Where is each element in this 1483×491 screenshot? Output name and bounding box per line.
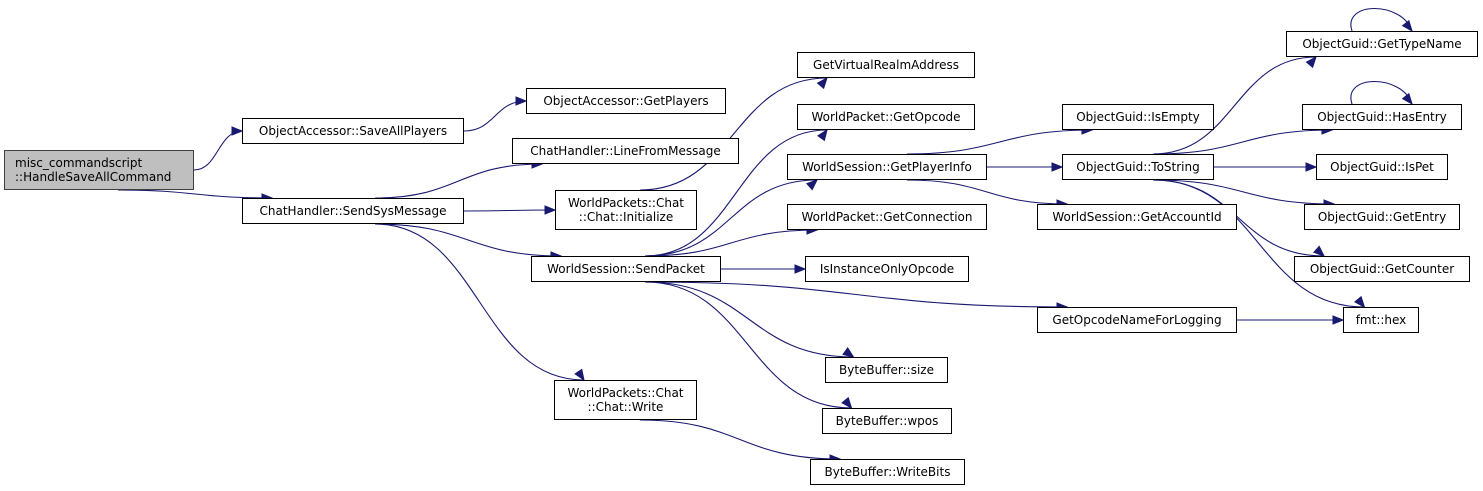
edge-sendPacket-to-getConnection (644, 229, 818, 257)
node-label: ObjectGuid::ToString (1076, 160, 1200, 174)
node-label: ::Chat::Initialize (578, 210, 674, 224)
arrow-head-icon (1313, 245, 1326, 257)
node-label: ::Chat::Write (587, 400, 664, 414)
edge-root-to-sendSysMessage (117, 189, 273, 199)
edge-sendSysMessage-to-chatInitialize (463, 209, 556, 212)
node-label: ObjectGuid::GetTypeName (1302, 37, 1462, 51)
node-chat-write[interactable]: WorldPackets::Chat::Chat::Write (554, 380, 697, 420)
node-get-player-info[interactable]: WorldSession::GetPlayerInfo (787, 154, 987, 180)
node-label: ::HandleSaveAllCommand (15, 170, 172, 184)
node-get-opcode[interactable]: WorldPacket::GetOpcode (797, 104, 975, 130)
node-get-counter[interactable]: ObjectGuid::GetCounter (1294, 256, 1470, 282)
edge-toString-to-getTypeName (1153, 56, 1317, 155)
node-byte-buffer-wpos[interactable]: ByteBuffer::wpos (822, 408, 952, 434)
edge-sendPacket-to-byteBufferSize (644, 281, 854, 358)
node-label: ByteBuffer::size (839, 363, 934, 377)
edge-chatWrite-to-byteBufferWriteBits (639, 419, 841, 460)
edge-sendSysMessage-to-sendPacket (375, 223, 562, 257)
node-get-virtual-realm-address[interactable]: GetVirtualRealmAddress (797, 52, 975, 78)
node-chat-initialize[interactable]: WorldPackets::Chat::Chat::Initialize (555, 190, 697, 230)
arrow-head-icon (842, 347, 855, 358)
node-label: IsInstanceOnlyOpcode (819, 262, 955, 276)
edge-getPlayerInfo-to-getAccountId (906, 179, 1068, 205)
node-has-entry[interactable]: ObjectGuid::HasEntry (1302, 104, 1462, 130)
edge-sendPacket-to-getPlayerInfo (644, 179, 818, 257)
edge-sendSysMessage-to-lineFromMessage (375, 163, 543, 199)
node-label: ObjectGuid::GetEntry (1317, 210, 1447, 224)
edge-saveAllPlayers-to-getPlayers (463, 100, 527, 132)
node-label: ObjectAccessor::SaveAllPlayers (258, 124, 448, 138)
node-get-players[interactable]: ObjectAccessor::GetPlayers (526, 88, 726, 114)
edge-getPlayerInfo-to-isEmpty (906, 129, 1093, 155)
node-label: ObjectAccessor::GetPlayers (543, 94, 709, 108)
node-label: WorldPackets::Chat (567, 386, 684, 400)
node-label: GetVirtualRealmAddress (813, 58, 959, 72)
edge-root-to-saveAllPlayers (193, 130, 243, 171)
node-label: GetOpcodeNameForLogging (1052, 313, 1222, 327)
arrow-head-icon (1354, 295, 1366, 309)
node-send-packet[interactable]: WorldSession::SendPacket (531, 256, 721, 282)
node-is-pet[interactable]: ObjectGuid::IsPet (1316, 154, 1448, 180)
node-get-opcode-name-for-logging[interactable]: GetOpcodeNameForLogging (1037, 307, 1237, 333)
node-fmt-hex[interactable]: fmt::hex (1343, 307, 1419, 333)
node-label: WorldSession::GetPlayerInfo (802, 160, 972, 174)
node-byte-buffer-write-bits[interactable]: ByteBuffer::WriteBits (810, 459, 965, 485)
arrow-head-icon (805, 179, 819, 191)
node-is-instance-only-opcode[interactable]: IsInstanceOnlyOpcode (805, 256, 969, 282)
arrow-head-icon (1401, 92, 1413, 106)
node-label: fmt::hex (1355, 313, 1407, 327)
node-byte-buffer-size[interactable]: ByteBuffer::size (825, 357, 948, 383)
edge-sendPacket-to-getOpcodeNameForLogging (644, 281, 1068, 308)
arrow-head-icon (1051, 162, 1064, 172)
arrow-head-icon (515, 96, 528, 106)
arrow-head-icon (574, 368, 585, 382)
edge-toString-to-hasEntry (1153, 129, 1333, 155)
node-label: ObjectGuid::GetCounter (1309, 262, 1455, 276)
edge-toString-to-getEntry (1153, 179, 1335, 205)
node-label: ObjectGuid::IsPet (1330, 160, 1434, 174)
arrow-head-icon (817, 128, 828, 142)
node-get-connection[interactable]: WorldPacket::GetConnection (787, 204, 987, 230)
edge-getTypeName-to-getTypeName (1350, 7, 1413, 32)
edge-sendSysMessage-to-chatWrite (375, 223, 585, 381)
node-label: ByteBuffer::WriteBits (824, 465, 951, 479)
arrow-head-icon (1305, 162, 1318, 172)
arrow-head-icon (1401, 19, 1413, 33)
node-get-type-name[interactable]: ObjectGuid::GetTypeName (1286, 31, 1478, 57)
node-to-string[interactable]: ObjectGuid::ToString (1062, 154, 1214, 180)
node-label: ChatHandler::SendSysMessage (259, 204, 447, 218)
node-save-all-players[interactable]: ObjectAccessor::SaveAllPlayers (242, 118, 464, 144)
node-get-account-id[interactable]: WorldSession::GetAccountId (1037, 204, 1237, 230)
node-label: WorldSession::SendPacket (547, 262, 705, 276)
node-label: WorldSession::GetAccountId (1052, 210, 1222, 224)
node-get-entry[interactable]: ObjectGuid::GetEntry (1304, 204, 1460, 230)
node-label: ObjectGuid::HasEntry (1317, 110, 1447, 124)
node-label: WorldPacket::GetOpcode (811, 110, 961, 124)
node-label: ObjectGuid::IsEmpty (1076, 110, 1200, 124)
arrow-head-icon (544, 205, 557, 215)
edge-sendPacket-to-getOpcode (644, 129, 828, 257)
arrow-head-icon (841, 396, 853, 410)
node-send-sys-message[interactable]: ChatHandler::SendSysMessage (242, 198, 464, 224)
arrow-head-icon (816, 76, 828, 90)
edge-sendPacket-to-byteBufferWpos (644, 281, 852, 409)
node-handle-save-all-command[interactable]: misc_commandscript::HandleSaveAllCommand (4, 150, 194, 190)
arrow-head-icon (1305, 55, 1317, 69)
node-label: misc_commandscript (15, 156, 143, 170)
edge-toString-to-fmtHex (1153, 179, 1365, 308)
node-is-empty[interactable]: ObjectGuid::IsEmpty (1062, 104, 1214, 130)
node-label: WorldPackets::Chat (567, 196, 685, 210)
node-line-from-message[interactable]: ChatHandler::LineFromMessage (512, 138, 739, 164)
arrow-head-icon (231, 126, 244, 136)
arrow-head-icon (1332, 315, 1345, 325)
node-label: ByteBuffer::wpos (835, 414, 939, 428)
edge-hasEntry-to-hasEntry (1350, 80, 1413, 105)
edge-chatInitialize-to-getVirtualRealmAddress (640, 77, 828, 191)
arrow-head-icon (794, 264, 807, 274)
node-label: WorldPacket::GetConnection (801, 210, 973, 224)
node-label: ChatHandler::LineFromMessage (530, 144, 721, 158)
